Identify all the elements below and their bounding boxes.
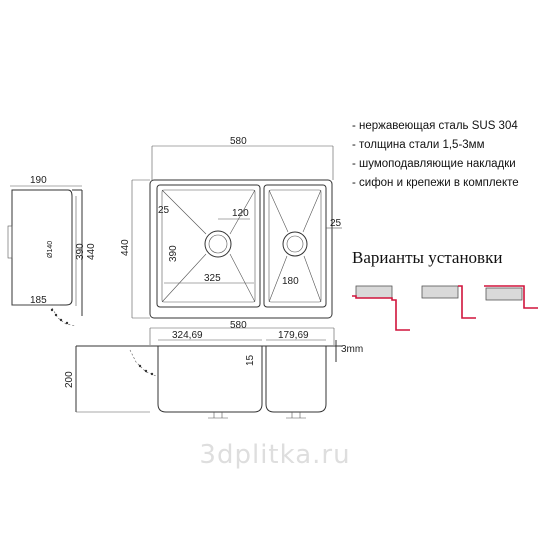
side-profile	[11, 189, 73, 306]
small-drain	[282, 231, 308, 257]
spec-material: - нержавеющая сталь SUS 304	[352, 120, 518, 132]
side-view: 190 Ø140 390 440 185	[7, 175, 97, 327]
main-bowl	[156, 184, 261, 308]
spec-thickness: - толщина стали 1,5-3мм	[352, 139, 485, 151]
watermark: 3dplitka.ru	[199, 440, 351, 470]
dim-front-bowl-small: 179,69	[278, 330, 309, 341]
spec-siphon: - сифон и крепежи в комплекте	[352, 177, 519, 189]
front-view: 580 324,69 179,69 200 15	[64, 320, 363, 419]
dim-front-rim: 15	[245, 354, 256, 366]
dim-drain-main: 120	[232, 208, 249, 219]
dim-side-depth-inner: 390	[75, 243, 86, 260]
front-bowl-small	[265, 346, 327, 413]
dim-margin-left: 25	[158, 205, 170, 216]
dim-front-height: 200	[64, 371, 75, 388]
dim-overall-width: 580	[230, 136, 247, 147]
dim-margin-right: 25	[330, 218, 342, 229]
small-bowl	[263, 184, 327, 308]
dim-front-overall-width: 580	[230, 320, 247, 331]
dim-bowl-main-width: 325	[204, 273, 221, 284]
dim-side-width: 190	[30, 175, 47, 186]
sink-outer-rim	[149, 179, 333, 319]
svg-text:Ø140: Ø140	[47, 241, 54, 258]
dim-overall-depth: 440	[120, 239, 131, 256]
install-variant-overmount	[484, 285, 538, 309]
dim-front-thickness: 3mm	[341, 344, 363, 355]
install-variants	[352, 285, 538, 331]
drain-outlet-side	[7, 225, 13, 259]
install-heading: Варианты установки	[352, 248, 503, 267]
spec-noise-pads: - шумоподавляющие накладки	[352, 158, 516, 170]
dim-bowl-main-depth: 390	[168, 245, 179, 262]
dim-front-bowl-main: 324,69	[172, 330, 203, 341]
main-drain	[204, 230, 232, 258]
dim-bowl-small-width: 180	[282, 276, 299, 287]
dim-side-bottom: 185	[30, 295, 47, 306]
top-view: 580 440 25 120 390 325	[120, 136, 342, 319]
install-variant-flush	[421, 285, 476, 319]
dim-side-depth-outer: 440	[86, 243, 97, 260]
front-bowl-main	[157, 346, 263, 413]
install-variant-undermount	[352, 285, 410, 331]
